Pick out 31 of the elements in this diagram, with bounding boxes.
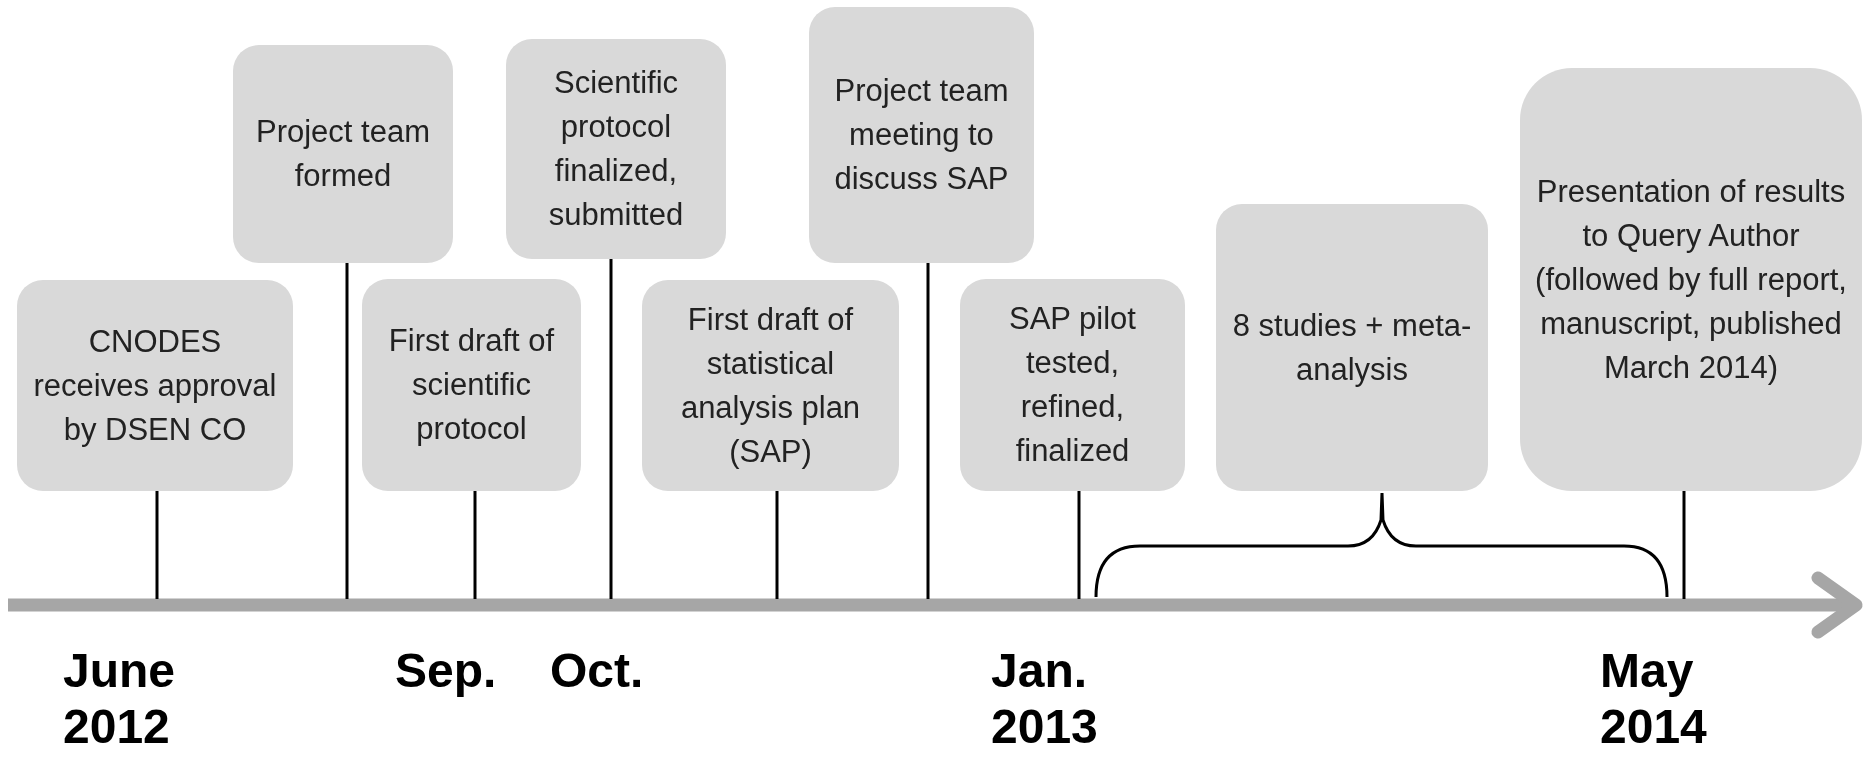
- event-text: Project team formed: [255, 113, 431, 195]
- event-text: First draft of statistical analysis plan (SAP): [679, 300, 862, 471]
- event-box: [809, 7, 1034, 263]
- event-box: [233, 45, 453, 263]
- event-text: CNODES receives approval by DSEN CO: [32, 322, 278, 449]
- leader-line: [609, 259, 613, 599]
- leader-line: [155, 491, 159, 599]
- leader-line: [473, 491, 477, 599]
- event-text: Scientific protocol finalized, submitted: [547, 64, 685, 234]
- event-box: [1216, 204, 1488, 491]
- date-label: June 2012: [63, 643, 177, 755]
- event-text: Presentation of results to Query Author (followed by full report, manuscript, published March 2014): [1534, 172, 1848, 387]
- date-label: Jan. 2013: [991, 643, 1099, 755]
- event-box: [960, 279, 1185, 491]
- event-text: First draft of scientific protocol: [387, 322, 556, 448]
- event-text: Project team meeting to discuss SAP: [833, 72, 1010, 198]
- date-label: Oct.: [550, 643, 645, 699]
- event-box: [506, 39, 726, 259]
- leader-line: [1682, 491, 1686, 599]
- event-box: [642, 280, 899, 491]
- date-label: May 2014: [1600, 643, 1708, 755]
- event-text: SAP pilot tested, refined, finalized: [1008, 300, 1137, 470]
- date-label: Sep.: [395, 643, 498, 699]
- event-box: [17, 280, 293, 491]
- leader-line: [775, 491, 779, 599]
- event-text: 8 studies + meta-analysis: [1231, 306, 1473, 389]
- event-box: [1520, 68, 1862, 491]
- leader-line: [345, 263, 349, 599]
- event-box: [362, 279, 581, 491]
- leader-line: [1077, 491, 1081, 599]
- leader-line: [926, 263, 930, 599]
